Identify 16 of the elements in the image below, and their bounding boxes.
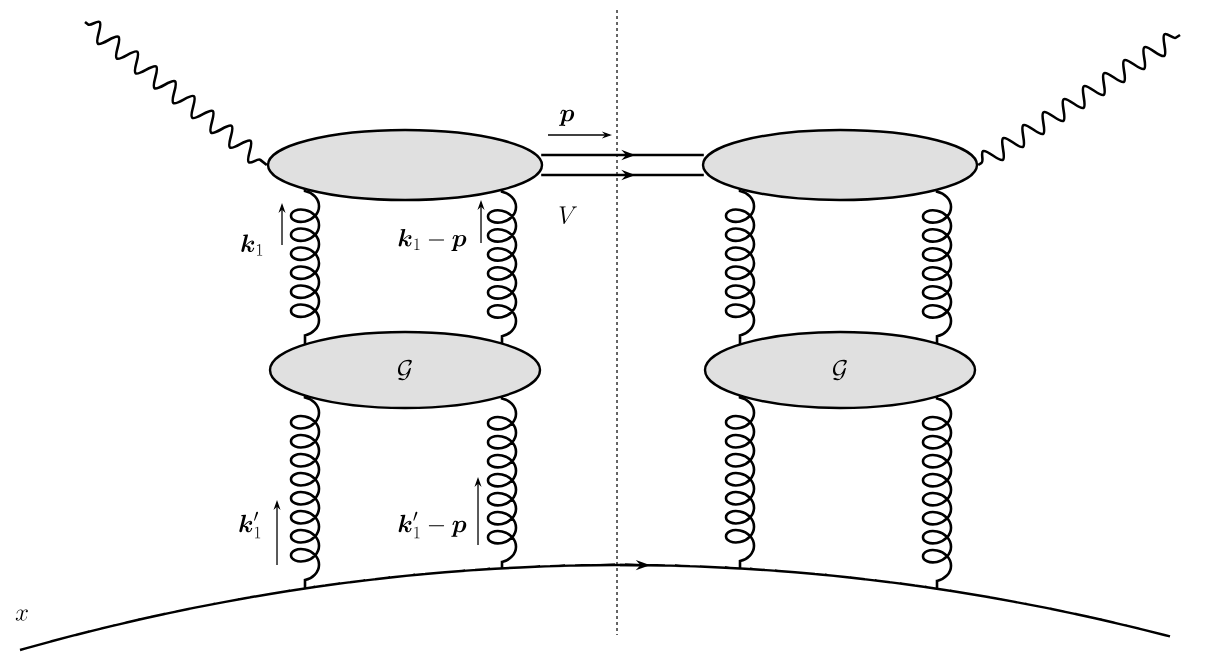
gluon: [486, 188, 518, 344]
photon: [84, 20, 268, 167]
momentum-label: $\boldsymbol{k}_1'$: [239, 511, 261, 539]
blob: $\mathcal{G}$: [268, 330, 542, 410]
momentum-label: $\boldsymbol{k}_1'-\boldsymbol{p}$: [398, 511, 467, 539]
photon: [977, 32, 1181, 167]
vertex-blob: [701, 128, 979, 202]
momentum-label: $\boldsymbol{p}$: [559, 109, 575, 126]
momentum-label: $\boldsymbol{k}_1$: [241, 234, 263, 256]
gluon: [921, 188, 953, 344]
gluon: [921, 395, 953, 589]
blob: $\mathcal{G}$: [703, 330, 977, 410]
momentum-label: $V$: [559, 206, 577, 224]
vertex-blob: [266, 128, 544, 202]
momentum-label: $x$: [15, 609, 28, 621]
momentum-label: $\boldsymbol{k}_1-\boldsymbol{p}$: [398, 228, 467, 252]
